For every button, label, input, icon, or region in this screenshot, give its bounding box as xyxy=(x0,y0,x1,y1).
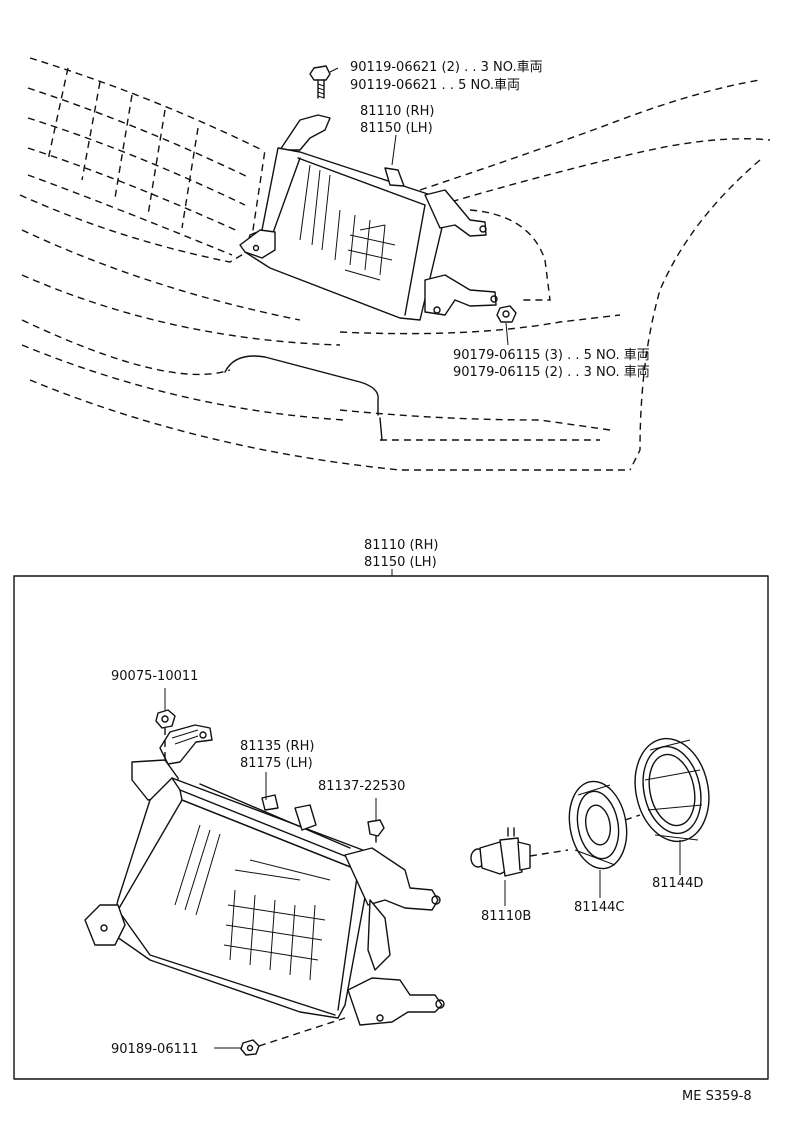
socket-81144c-icon xyxy=(568,780,628,870)
label-nut-bottom: 90189-06111 xyxy=(111,1042,198,1057)
headlamp-assembly-top xyxy=(239,114,498,321)
label-clip: 81137-22530 xyxy=(318,779,405,794)
label-socket-c: 81144C xyxy=(574,900,624,915)
label-socket-d: 81144D xyxy=(652,876,703,891)
label-lens-rh: 81135 (RH) xyxy=(240,739,314,754)
vehicle-body-outline xyxy=(19,57,771,471)
leader-lines-box xyxy=(164,688,681,1049)
label-bulb: 81110B xyxy=(481,909,531,924)
exploded-view-frame xyxy=(13,575,769,1080)
label-lens-lh: 81175 (LH) xyxy=(240,756,313,771)
socket-81144d-icon xyxy=(634,737,710,843)
bolt-icon xyxy=(309,65,331,99)
headlamp-housing xyxy=(84,724,445,1026)
label-headlamp-lh: 81150 (LH) xyxy=(360,121,433,136)
clip-icon xyxy=(367,819,385,843)
box-title-rh: 81110 (RH) xyxy=(364,538,438,553)
label-screw-top: 90075-10011 xyxy=(111,669,198,684)
nut-icon xyxy=(496,305,517,323)
screw-icon xyxy=(155,709,176,729)
nut-bottom-icon xyxy=(240,1039,260,1056)
label-bolt-3no: 90119-06621 (2) . . 3 NO.車両 xyxy=(350,60,543,75)
label-nut-5no: 90179-06115 (3) . . 5 NO. 車両 xyxy=(453,348,650,363)
leader-lines-top xyxy=(329,67,509,346)
bulb-icon xyxy=(470,827,531,877)
label-nut-3no: 90179-06115 (2) . . 3 NO. 車両 xyxy=(453,365,650,380)
diagram-code: ME S359-8 xyxy=(682,1089,752,1104)
box-title-lh: 81150 (LH) xyxy=(364,555,437,570)
label-headlamp-rh: 81110 (RH) xyxy=(360,104,434,119)
label-bolt-5no: 90119-06621 . . 5 NO.車両 xyxy=(350,78,520,93)
